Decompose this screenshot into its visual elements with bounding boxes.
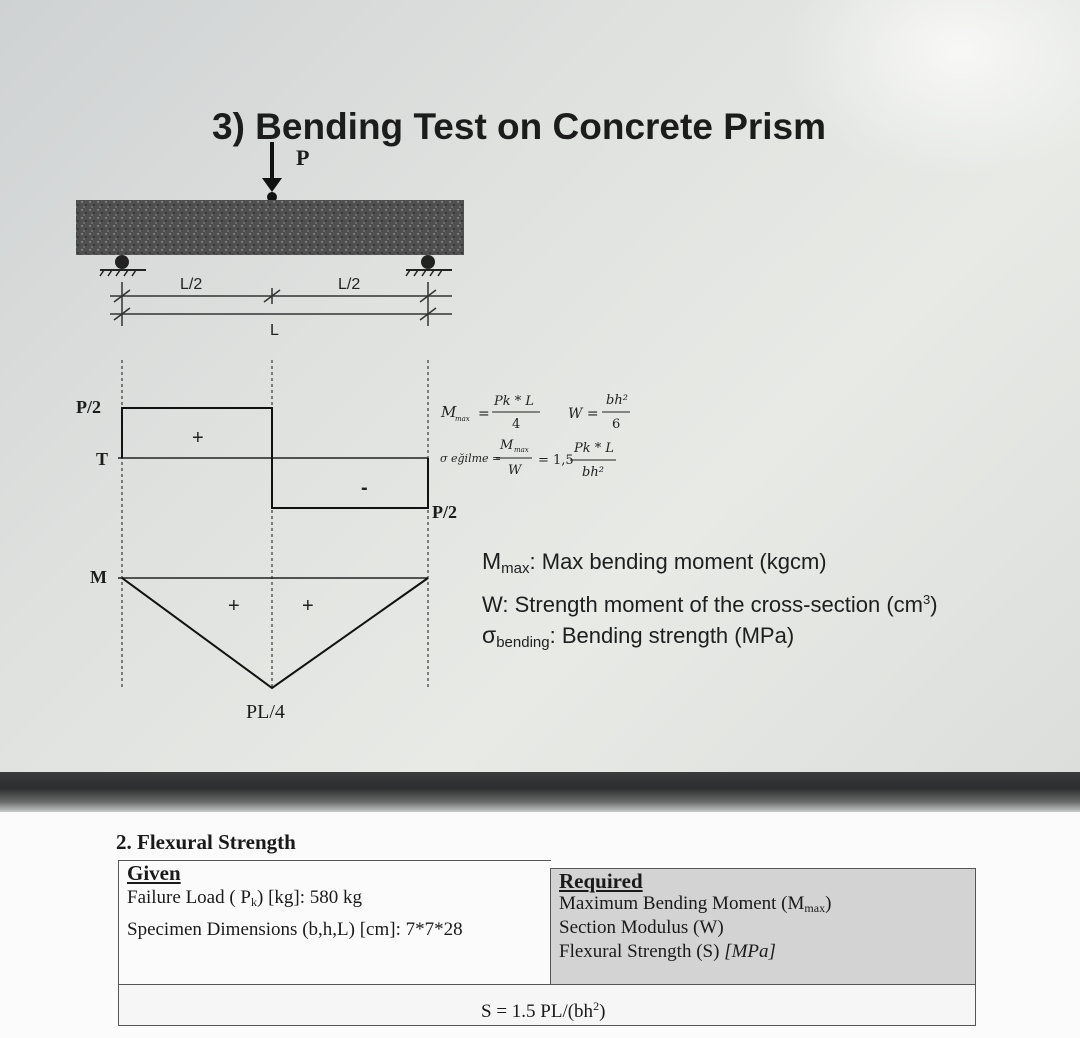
legend-sigma: σbending: Bending strength (MPa) — [482, 622, 795, 651]
formula-block: M max = Pk * L 4 W = bh² 6 σ eğilme = M … — [440, 393, 630, 480]
moment-axis-label: M — [90, 567, 107, 587]
shear-diagram — [118, 407, 429, 509]
shear-axis-label: T — [96, 449, 108, 469]
sigma-lhs: σ eğilme = — [440, 452, 501, 465]
given-failure-load: Failure Load ( Pk) [kg]: 580 kg — [127, 887, 363, 909]
mmax-lhs-sub: max — [455, 415, 470, 423]
half-span-right-label: L/2 — [338, 276, 360, 293]
moment-diagram — [118, 577, 429, 690]
half-span-left-label: L/2 — [180, 276, 202, 293]
given-dimensions: Specimen Dimensions (b,h,L) [cm]: 7*7*28 — [127, 919, 463, 940]
w-numerator: bh² — [606, 393, 628, 408]
left-support — [99, 255, 146, 277]
sigma-numerator-sub: max — [514, 446, 529, 454]
mmax-equals: = — [478, 406, 490, 422]
w-lhs: W = — [568, 406, 599, 422]
assignment-document: 2. Flexural Strength Given Failure Load … — [0, 812, 1080, 1038]
span-label: L — [270, 322, 279, 339]
required-title: Required — [559, 869, 643, 893]
symbol-legend: Mmax: Max bending moment (kgcm) W: Stren… — [482, 546, 1042, 658]
shear-minus-sign: - — [361, 477, 368, 499]
concrete-beam — [76, 200, 464, 255]
given-cell: Given Failure Load ( Pk) [kg]: 580 kg Sp… — [118, 860, 551, 985]
right-support — [405, 255, 452, 277]
flexural-formula: S = 1.5 PL/(bh2) — [481, 999, 606, 1022]
given-title: Given — [127, 861, 181, 885]
screen-glare — [780, 0, 1080, 180]
required-cell: Required Maximum Bending Moment (Mmax) S… — [550, 868, 976, 986]
shear-top-label: P/2 — [76, 397, 101, 417]
slide-photo: 3) Bending Test on Concrete Prism P — [0, 0, 1080, 780]
moment-peak-label: PL/4 — [246, 701, 285, 723]
shear-bottom-label: P/2 — [432, 502, 457, 522]
moment-plus-right: + — [302, 595, 314, 617]
w-denominator: 6 — [612, 417, 620, 432]
legend-mmax: Mmax: Max bending moment (kgcm) — [482, 548, 827, 577]
load-label: P — [296, 145, 309, 170]
legend-w: W: Strength moment of the cross-section … — [482, 592, 938, 617]
required-moment: Maximum Bending Moment (Mmax) — [559, 893, 832, 915]
section-heading: 2. Flexural Strength — [116, 830, 296, 854]
sigma-numerator-2: Pk * L — [573, 441, 614, 456]
slide-title: 3) Bending Test on Concrete Prism — [212, 106, 827, 147]
shear-plus-sign: + — [192, 427, 204, 449]
sigma-denominator: W — [508, 463, 523, 478]
sigma-numerator: M — [499, 438, 514, 453]
sigma-factor: = 1,5 — [538, 453, 574, 468]
load-arrow — [262, 142, 282, 202]
mmax-numerator: Pk * L — [493, 394, 534, 409]
beam-diagram: P — [76, 142, 630, 723]
required-modulus: Section Modulus (W) — [559, 917, 724, 938]
mmax-denominator: 4 — [512, 417, 520, 432]
sigma-denominator-2: bh² — [582, 465, 604, 480]
moment-plus-left: + — [228, 595, 240, 617]
mmax-lhs: M — [440, 403, 457, 421]
required-strength: Flexural Strength (S) [MPa] — [559, 941, 776, 962]
formula-row: S = 1.5 PL/(bh2) — [118, 984, 976, 1026]
monitor-bezel — [0, 772, 1080, 812]
guide-lines — [121, 360, 429, 690]
dimension-lines — [110, 282, 452, 326]
